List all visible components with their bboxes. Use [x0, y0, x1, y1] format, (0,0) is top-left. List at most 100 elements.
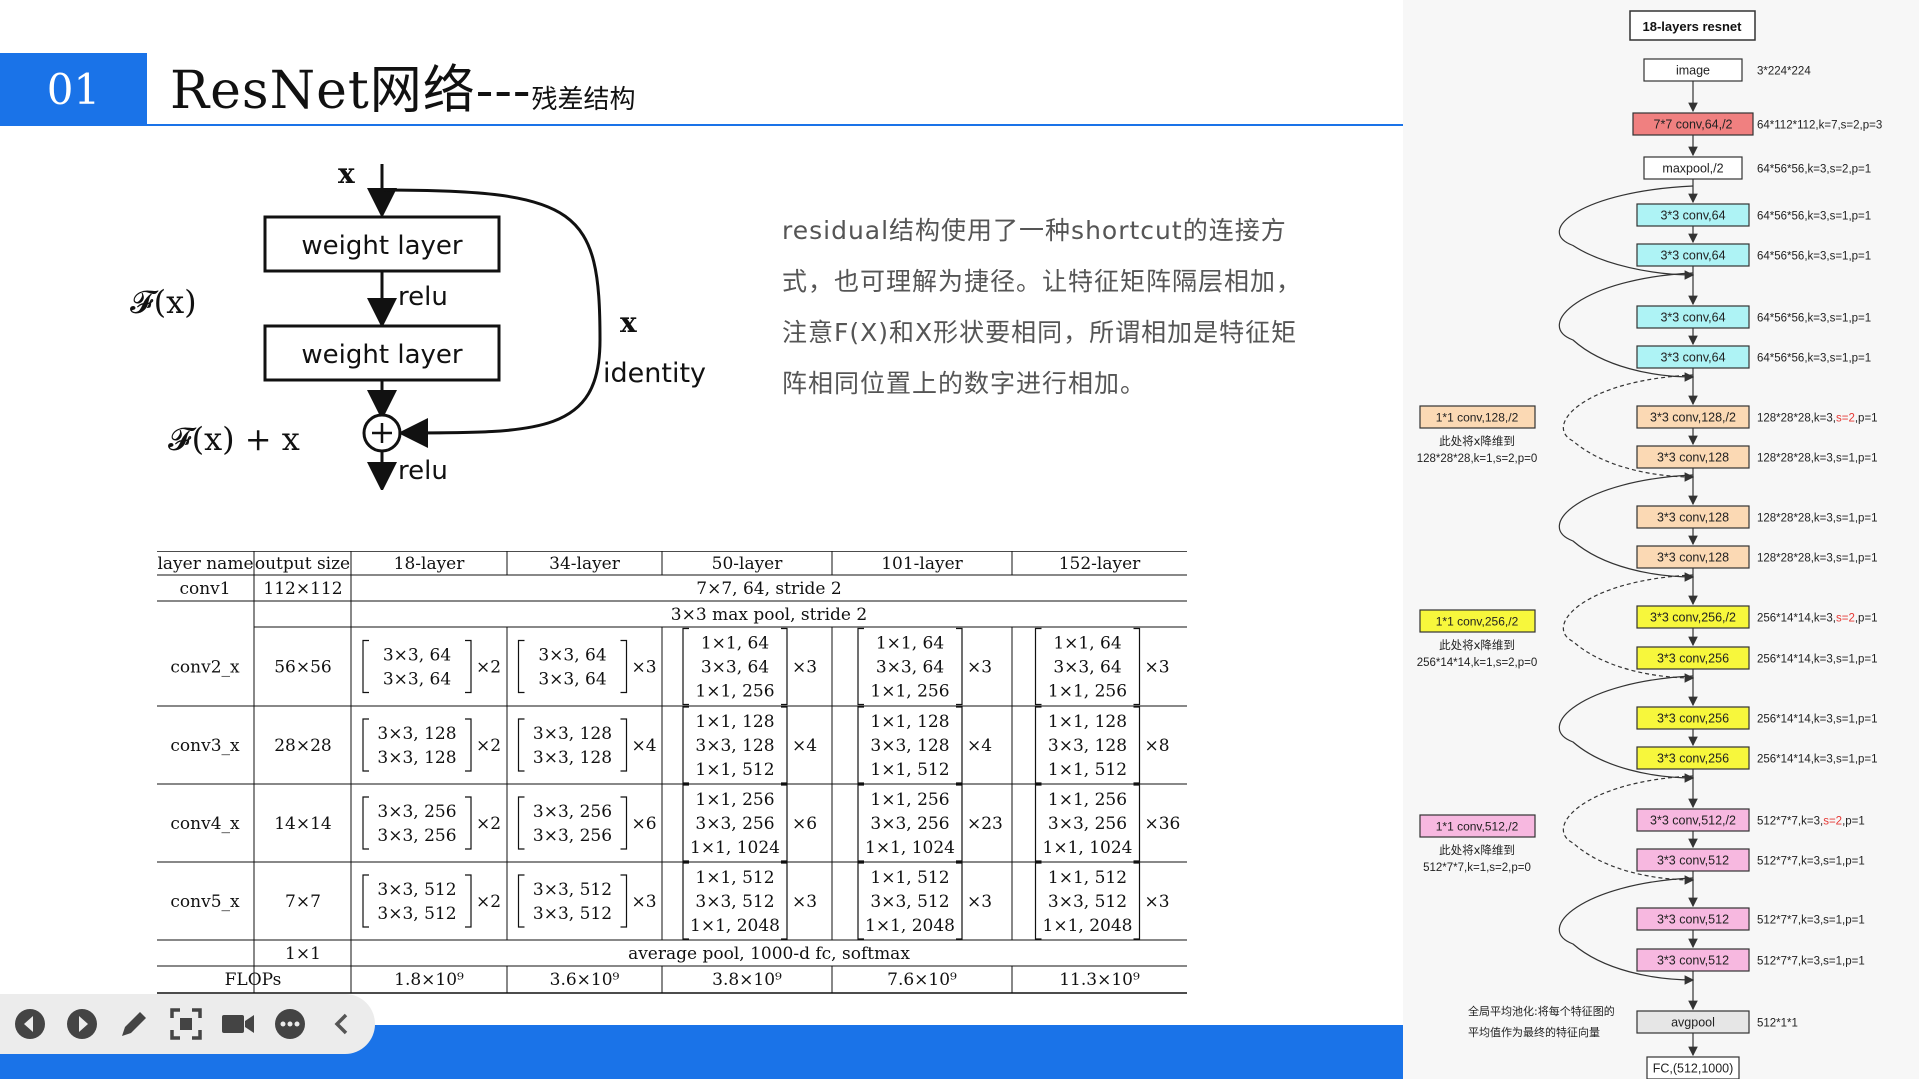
flow-node [1636, 203, 1750, 227]
resnet18-title: 18-layers resnet [1642, 19, 1742, 34]
flow-node-label: FC,(512,1000) [1653, 1062, 1734, 1076]
table-row-name: conv5_x [170, 892, 240, 912]
block-spec-line: 1×1, 2048 [1043, 916, 1133, 936]
downsample-node [1419, 609, 1536, 633]
block-spec-line: 3×3, 64 [876, 658, 944, 678]
downsample-node-label: 1*1 conv,128,/2 [1436, 411, 1519, 425]
block-spec-line: 3×3, 128 [533, 724, 612, 744]
table-output-size: 7×7 [285, 892, 321, 912]
slide-number-badge: 01 [0, 53, 147, 126]
slide-title: ResNet网络---残差结构 [170, 48, 636, 123]
flow-node [1636, 605, 1750, 629]
matrix-bracket-right [781, 627, 788, 706]
table-row-name: conv1 [179, 579, 230, 599]
identity-shortcut-loop [1558, 185, 1695, 280]
flow-node [1636, 746, 1750, 770]
flow-node [1636, 345, 1750, 369]
table-conv1-spec: 7×7, 64, stride 2 [696, 579, 841, 599]
table-header-cell: layer name [157, 554, 253, 574]
flow-node-note-part: 256*14*14,k=3, [1757, 613, 1836, 625]
relu-1-label: relu [398, 282, 448, 312]
block-spec-line: 3×3, 256 [377, 826, 456, 846]
prev-icon[interactable] [12, 1006, 48, 1042]
matrix-bracket-right [781, 706, 788, 784]
table-header-cell: 50-layer [712, 554, 784, 574]
flow-node-label: 3*3 conv,512 [1657, 854, 1729, 868]
flow-node [1636, 907, 1750, 931]
block-spec-line: 3×3, 64 [701, 658, 769, 678]
table-flops-value: 1.8×10⁹ [394, 970, 464, 990]
more-icon[interactable] [272, 1006, 308, 1042]
matrix-bracket-left [1034, 784, 1042, 862]
matrix-bracket-right [465, 796, 472, 850]
flow-node-note: 128*28*28,k=3,s=1,p=1 [1757, 453, 1878, 465]
collapse-icon[interactable] [324, 1006, 360, 1042]
flow-node [1636, 305, 1750, 329]
block-multiplier: ×23 [967, 814, 1003, 834]
matrix-bracket-left [362, 874, 369, 928]
matrix-bracket-left [682, 784, 689, 862]
flow-node [1643, 156, 1743, 180]
flow-node-label: 3*3 conv,64 [1660, 351, 1725, 365]
flow-node-label: avgpool [1671, 1016, 1715, 1030]
block-spec-line: 1×1, 64 [1053, 634, 1121, 654]
block-spec-line: 3×3, 512 [1048, 892, 1127, 912]
block-spec-line: 1×1, 256 [1048, 682, 1127, 702]
input-x-label: x [338, 157, 355, 190]
flow-node-label: 3*3 conv,64 [1660, 249, 1725, 263]
matrix-bracket-right [956, 706, 963, 784]
matrix-bracket-left [517, 639, 525, 694]
block-spec-line: 3×3, 256 [533, 826, 612, 846]
matrix-bracket-left [682, 706, 689, 784]
flow-node [1646, 1056, 1740, 1079]
screenshot-icon[interactable] [168, 1006, 204, 1042]
table-header-cell: 152-layer [1059, 554, 1141, 574]
block-spec-line: 1×1, 256 [1048, 790, 1127, 810]
flow-node-label: 3*3 conv,512,/2 [1650, 814, 1736, 828]
block-spec-line: 1×1, 1024 [865, 838, 955, 858]
flow-node-note: 128*28*28,k=3,s=1,p=1 [1757, 553, 1878, 565]
flow-node-label: maxpool,/2 [1662, 162, 1723, 176]
flow-node-note: 64*56*56,k=3,s=2,p=1 [1757, 164, 1871, 176]
block-spec-line: 1×1, 1024 [690, 838, 780, 858]
table-header-cell: output size [255, 554, 350, 574]
flow-node [1636, 706, 1750, 730]
matrix-bracket-left [857, 627, 864, 706]
flow-node [1636, 808, 1750, 832]
downsample-note: 此处将x降维到 [1439, 843, 1515, 857]
table-output-size: 56×56 [274, 658, 332, 678]
matrix-bracket-right [956, 784, 963, 862]
block-spec-line: 1×1, 256 [695, 790, 774, 810]
flow-node [1636, 948, 1750, 972]
block-spec-line: 3×3, 64 [383, 670, 451, 690]
table-header-cell: 101-layer [881, 554, 963, 574]
title-underline [147, 124, 1403, 126]
camera-icon[interactable] [220, 1006, 256, 1042]
next-icon[interactable] [64, 1006, 100, 1042]
matrix-bracket-left [517, 796, 525, 850]
flow-node-label: 7*7 conv,64,/2 [1654, 118, 1733, 132]
gap-note: 全局平均池化:将每个特征图的 [1468, 1004, 1615, 1018]
block-multiplier: ×3 [792, 892, 817, 912]
block-spec-line: 3×3, 64 [538, 670, 606, 690]
matrix-bracket-right [1133, 627, 1141, 706]
flow-node-label: 3*3 conv,128,/2 [1650, 411, 1736, 425]
matrix-bracket-left [1034, 862, 1042, 940]
flow-node-note-stride: s=2 [1836, 413, 1855, 425]
block-spec-line: 1×1, 128 [1048, 712, 1127, 732]
downsample-note: 256*14*14,k=1,s=2,p=0 [1417, 657, 1538, 669]
flow-node-note-stride: s=2 [1836, 613, 1855, 625]
block-spec-line: 1×1, 64 [701, 634, 769, 654]
table-maxpool-spec: 3×3 max pool, stride 2 [671, 605, 867, 625]
flow-node-note-part: ,p=1 [1855, 413, 1878, 425]
flow-node-label: 3*3 conv,256,/2 [1650, 611, 1736, 625]
pen-icon[interactable] [116, 1006, 152, 1042]
flow-node-label: 3*3 conv,128 [1657, 451, 1729, 465]
identity-x-label: x [620, 306, 637, 339]
block-spec-line: 1×1, 512 [695, 760, 774, 780]
flow-node-label: image [1676, 64, 1710, 78]
table-row-name: conv3_x [170, 736, 240, 756]
identity-shortcut-loop [1558, 877, 1695, 985]
downsample-note: 512*7*7,k=1,s=2,p=0 [1423, 862, 1531, 874]
flow-node-label: 3*3 conv,128 [1657, 551, 1729, 565]
